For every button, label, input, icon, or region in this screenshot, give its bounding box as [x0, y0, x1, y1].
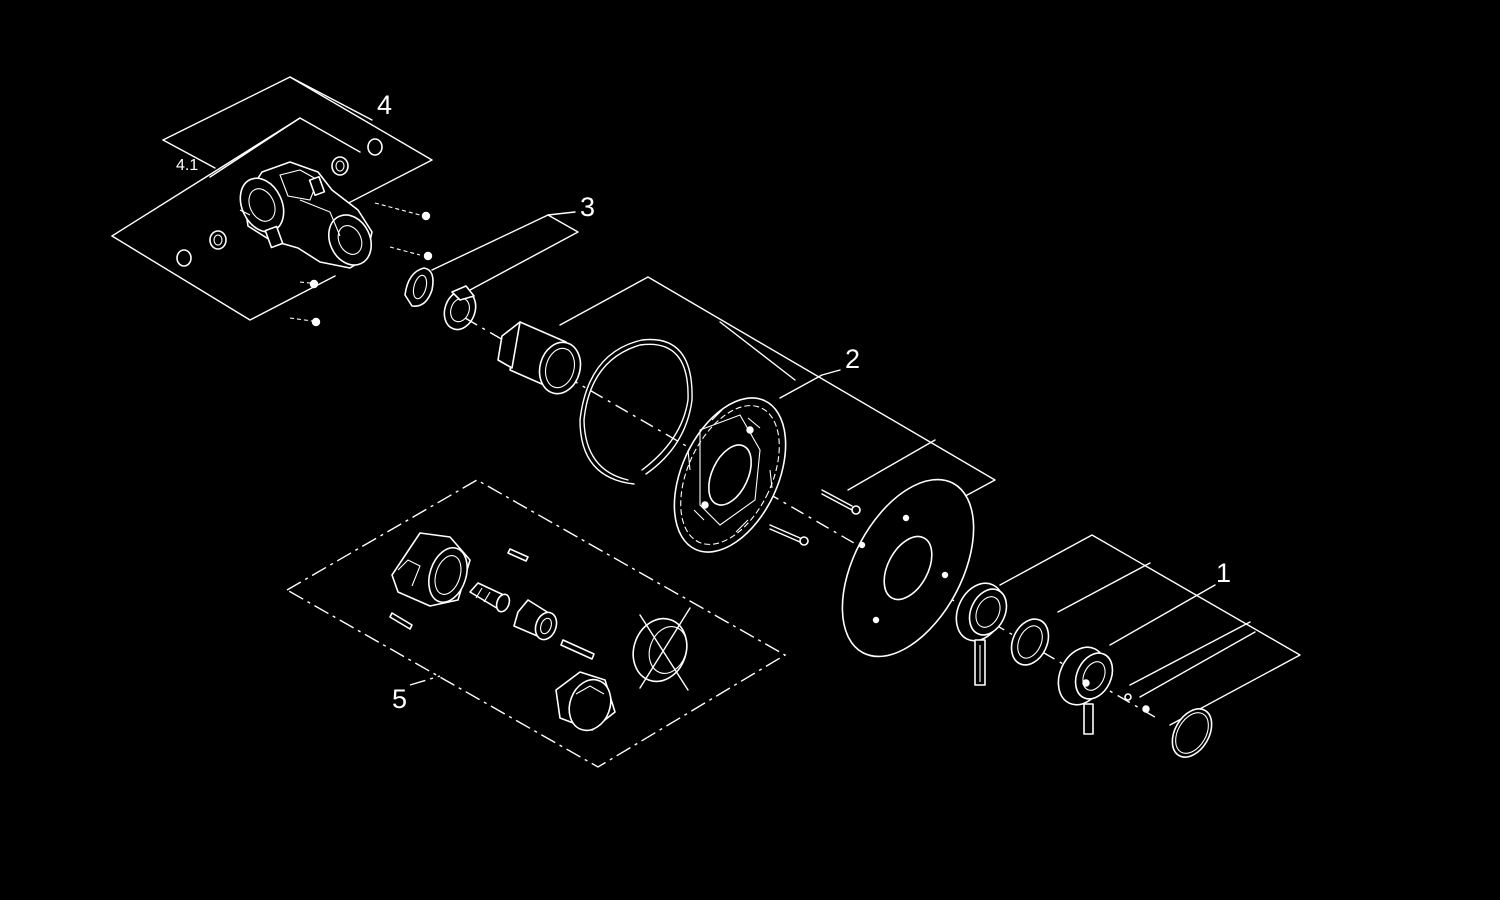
valve-seals: [176, 138, 383, 267]
group-1-bracket: [999, 534, 1301, 726]
kit-spindle: [469, 582, 511, 613]
valve-screws: [289, 202, 433, 327]
group-5-kit-outline: [285, 479, 787, 768]
callout-5-label: 5: [392, 684, 407, 714]
callout-1-label: 1: [1216, 558, 1231, 588]
retaining-clip: [404, 267, 434, 307]
kit-adapter: [391, 532, 471, 607]
kit-bushing-crossed: [632, 607, 691, 691]
plate-screws: [769, 489, 861, 546]
kit-pins: [389, 548, 595, 660]
set-screw: [1124, 693, 1150, 713]
group-3-bracket: [431, 211, 579, 291]
callout-4-1-label: 4.1: [176, 157, 198, 174]
handle-2: [1057, 646, 1114, 735]
kit-sleeve: [513, 599, 558, 641]
index-cap: [1171, 708, 1213, 758]
extension-sleeve: [497, 321, 582, 395]
callout-3-label: 3: [580, 192, 595, 222]
cartridge-cap: [443, 285, 477, 331]
handle-1: [955, 582, 1008, 686]
group-4-bracket: [111, 76, 433, 321]
kit-cap: [555, 671, 616, 732]
callout-2-label: 2: [845, 344, 860, 374]
callout-4-label: 4: [377, 90, 392, 120]
cover-plate: [841, 478, 975, 658]
snap-ring: [579, 338, 693, 485]
seal-ring: [1010, 618, 1050, 666]
mounting-plate: [673, 397, 787, 553]
valve-body: [239, 161, 373, 269]
group-2-bracket: [559, 276, 996, 501]
